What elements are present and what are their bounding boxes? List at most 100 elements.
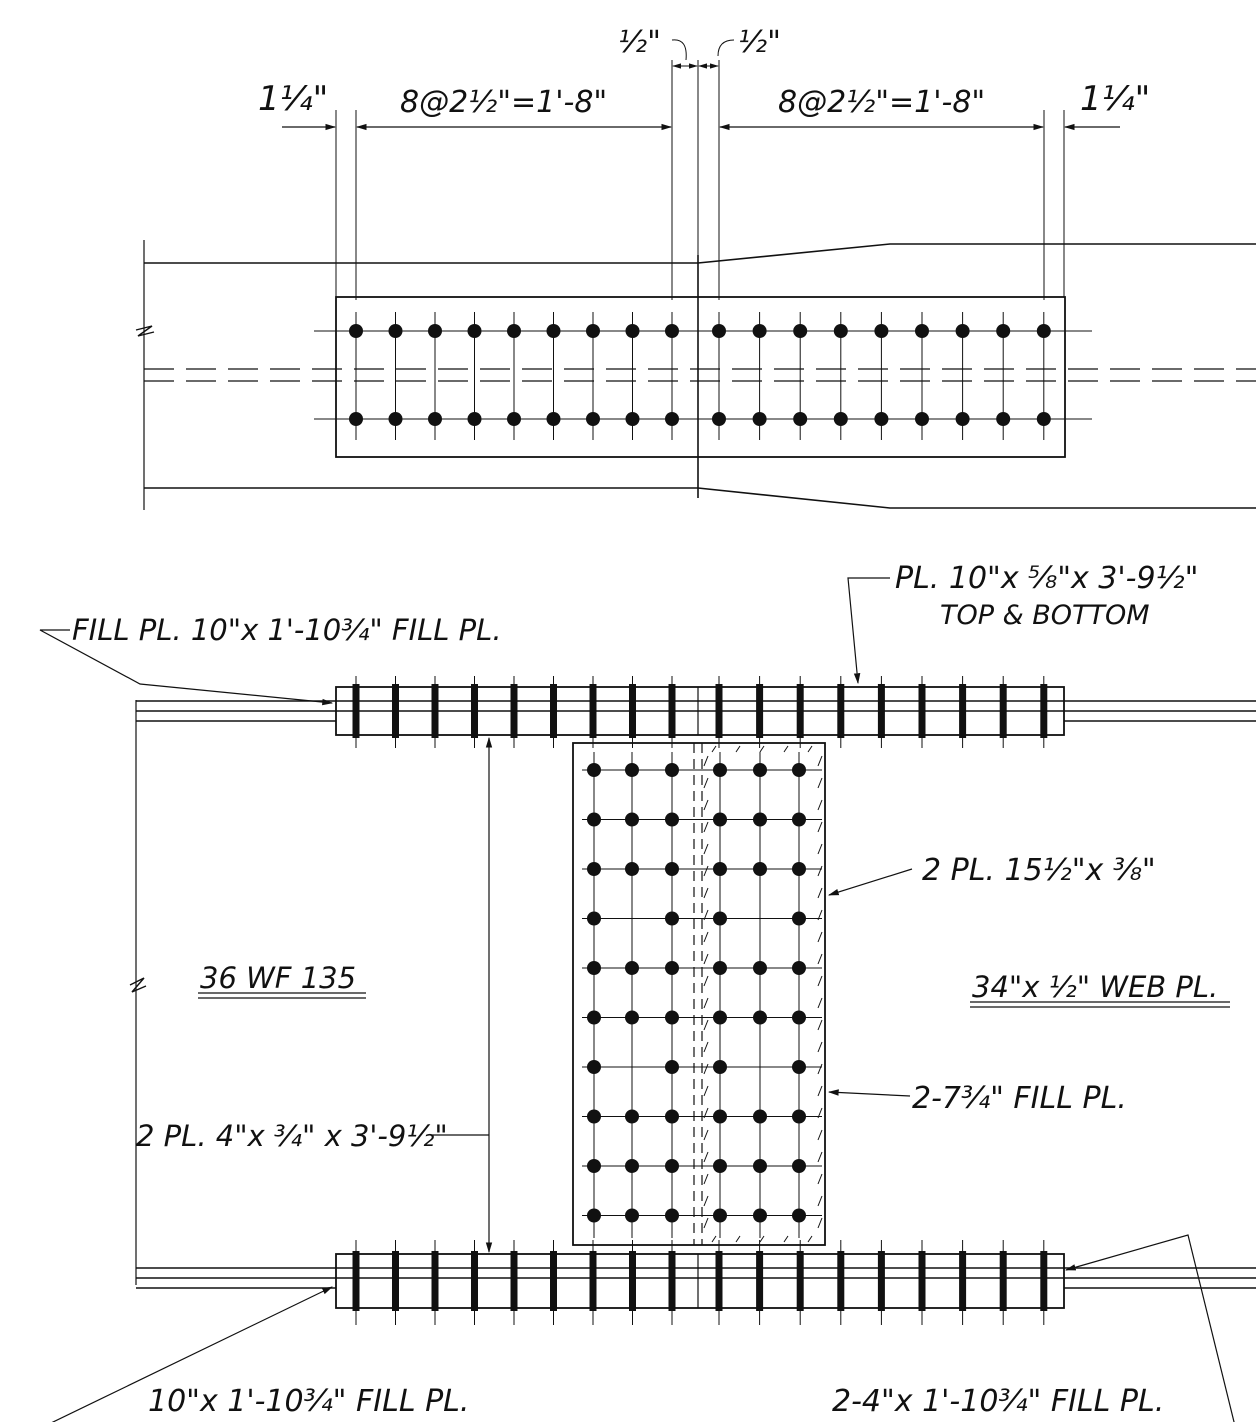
hatch-mark	[703, 1019, 709, 1031]
hatch-mark	[817, 887, 823, 899]
web-bolt	[753, 812, 767, 827]
plan-bolt	[833, 412, 848, 426]
web-bolt	[587, 1208, 601, 1223]
plan-bolt	[915, 412, 929, 426]
web-bolt	[665, 763, 679, 777]
web-bolt	[665, 1159, 679, 1173]
web-bolt	[792, 1109, 806, 1124]
web-bolt	[625, 1159, 639, 1173]
web-bolt	[665, 1060, 679, 1074]
hatch-mark	[817, 1151, 823, 1163]
hatch-mark	[703, 931, 709, 943]
hatch-mark	[817, 777, 823, 789]
plan-bolt	[349, 412, 363, 426]
bottom-flange-bolt	[1040, 1251, 1048, 1311]
web-bolt	[587, 1109, 601, 1124]
dim-label-gap-right: ½"	[738, 25, 781, 60]
top-flange-bolt	[877, 684, 885, 738]
web-bolt	[625, 812, 639, 827]
web-bolt	[753, 1208, 767, 1223]
bottom-flange-bolt	[877, 1251, 885, 1311]
elevation-view	[39, 577, 1256, 1422]
web-bolt	[713, 961, 727, 975]
hatch-mark	[703, 1195, 709, 1207]
label-fill-plate-top: FILL PL. 10"x 1'-10¾" FILL PL.	[72, 613, 502, 647]
plan-bolt	[546, 412, 561, 426]
hatch-mark	[703, 821, 709, 833]
plan-bolt	[665, 324, 679, 338]
top-flange-bolt	[999, 684, 1007, 738]
hatch-mark	[817, 931, 823, 943]
top-flange-bolt	[589, 684, 597, 738]
web-bolt	[713, 862, 727, 876]
hatch-mark	[703, 1129, 709, 1141]
bottom-flange-bolt	[510, 1251, 518, 1311]
bottom-flange-bolt	[668, 1251, 676, 1311]
flange-bolt-group	[352, 676, 1048, 1325]
hatch-mark	[817, 1195, 823, 1207]
web-bolt	[713, 1109, 727, 1124]
web-bolt	[753, 862, 767, 876]
plan-bolt	[467, 412, 482, 426]
plan-bolt	[874, 412, 889, 426]
top-flange-bolt	[796, 684, 804, 738]
plan-bolt-group	[349, 312, 1051, 440]
hatch-mark	[759, 745, 765, 753]
web-bolt	[587, 1010, 601, 1025]
hatch-mark	[817, 997, 823, 1009]
plan-bolt	[793, 324, 808, 338]
plan-bolt	[712, 412, 726, 426]
top-flange-bolt	[471, 684, 478, 738]
plan-bolt	[1036, 324, 1051, 338]
bottom-flange-bolt	[392, 1251, 399, 1311]
web-bolt	[665, 1208, 679, 1223]
dim-label-edge-right: 1¼"	[1080, 79, 1150, 119]
web-bolt	[713, 1159, 727, 1173]
plan-bolt	[955, 324, 970, 338]
top-flange-bolt	[837, 684, 845, 738]
label-fill-plate-bottom-left: 10"x 1'-10¾" FILL PL.	[148, 1384, 469, 1419]
plan-bolt	[955, 412, 970, 426]
plan-bolt	[428, 324, 442, 338]
web-bolt	[665, 812, 679, 827]
plan-bolt	[467, 324, 482, 338]
web-bolt	[713, 1010, 727, 1025]
top-flange-bolt	[629, 684, 636, 738]
hatch-mark	[703, 1217, 709, 1229]
hatch-mark	[703, 975, 709, 987]
top-flange-bolt	[392, 684, 399, 738]
plan-bolt	[349, 324, 363, 338]
hatch-mark	[783, 745, 789, 753]
plan-bolt	[752, 412, 767, 426]
web-bolt	[625, 1010, 639, 1025]
bottom-flange-bolt	[837, 1251, 845, 1311]
plan-bolt	[1036, 412, 1051, 426]
web-bolt	[625, 961, 639, 975]
top-flange-bolt	[959, 684, 967, 738]
web-fill-hatching	[703, 745, 823, 1243]
bottom-flange-bolt	[589, 1251, 597, 1311]
hatch-mark	[817, 1063, 823, 1075]
hatch-mark	[817, 843, 823, 855]
plan-bolt	[874, 324, 889, 338]
dim-label-edge-left: 1¼"	[258, 79, 328, 119]
bottom-flange-bolt	[352, 1251, 360, 1311]
hatch-mark	[817, 1041, 823, 1053]
hatch-mark	[817, 865, 823, 877]
label-fill-plate-bottom-right: 2-4"x 1'-10¾" FILL PL.	[832, 1384, 1164, 1419]
hatch-mark	[703, 1173, 709, 1185]
plan-bolt	[586, 412, 600, 426]
plan-bolt	[507, 324, 521, 338]
hatch-mark	[703, 1041, 709, 1053]
bottom-flange-bolt	[796, 1251, 804, 1311]
web-bolt	[713, 763, 727, 777]
web-bolt	[587, 862, 601, 876]
hatch-mark	[817, 1085, 823, 1097]
hatch-mark	[703, 777, 709, 789]
hatch-mark	[817, 975, 823, 987]
web-bolt	[753, 1109, 767, 1124]
bottom-flange-bolt	[629, 1251, 636, 1311]
hatch-mark	[735, 1235, 741, 1243]
top-flange-bolt	[1040, 684, 1048, 738]
